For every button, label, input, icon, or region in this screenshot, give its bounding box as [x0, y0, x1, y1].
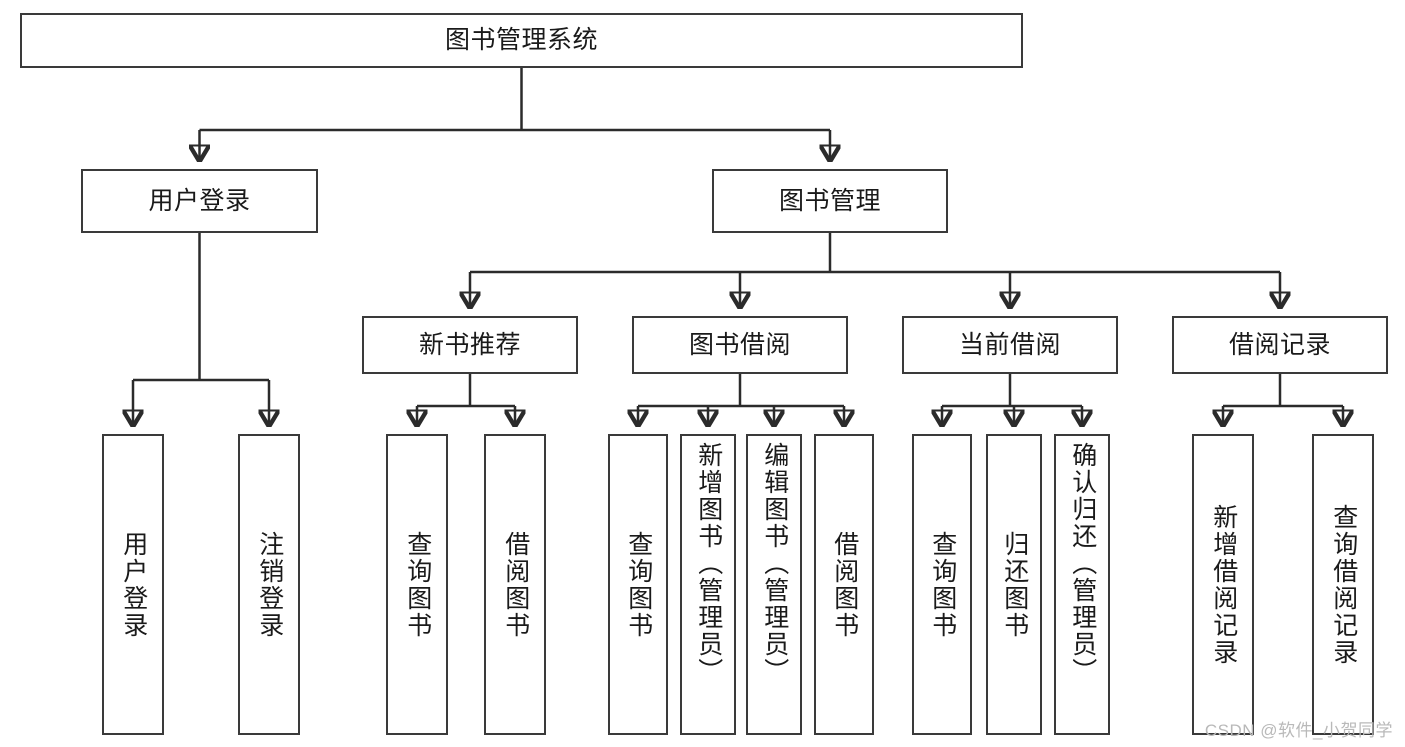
node-book-manage[interactable]: 图书管理 [712, 169, 948, 233]
node-label: 图书管理系统 [444, 26, 598, 55]
node-label: 图书借阅 [688, 330, 791, 359]
node-leaf-query-book-current[interactable]: 查询图书 [912, 434, 972, 735]
node-leaf-user-login[interactable]: 用户登录 [102, 434, 164, 735]
node-label: 当前借阅 [958, 330, 1061, 359]
node-label: 新增借阅记录 [1209, 503, 1238, 666]
node-label: 归还图书 [1000, 530, 1029, 639]
node-label: 查询借阅记录 [1329, 503, 1358, 666]
node-label: 借阅记录 [1228, 330, 1331, 359]
node-label: 新增图书（管理员） [694, 442, 723, 685]
node-leaf-borrow-book-recommend[interactable]: 借阅图书 [484, 434, 546, 735]
node-label: 查询图书 [403, 530, 432, 639]
watermark-text: CSDN @软件_小贺同学 [1204, 721, 1393, 740]
node-leaf-edit-book-admin[interactable]: 编辑图书（管理员） [746, 434, 802, 735]
node-label: 图书管理 [778, 186, 881, 215]
node-label: 确认归还（管理员） [1068, 442, 1097, 685]
node-leaf-add-book-admin[interactable]: 新增图书（管理员） [680, 434, 736, 735]
node-leaf-add-borrow-record[interactable]: 新增借阅记录 [1192, 434, 1254, 735]
node-leaf-query-borrow-record[interactable]: 查询借阅记录 [1312, 434, 1374, 735]
node-label: 借阅图书 [830, 530, 859, 639]
node-label: 用户登录 [148, 186, 251, 215]
node-leaf-query-book-recommend[interactable]: 查询图书 [386, 434, 448, 735]
node-label: 查询图书 [928, 530, 957, 639]
node-current-borrow[interactable]: 当前借阅 [902, 316, 1118, 374]
node-root-system[interactable]: 图书管理系统 [20, 13, 1023, 68]
node-label: 借阅图书 [501, 530, 530, 639]
node-new-book-recommend[interactable]: 新书推荐 [362, 316, 578, 374]
node-label: 注销登录 [255, 530, 284, 639]
node-leaf-logout-login[interactable]: 注销登录 [238, 434, 300, 735]
node-leaf-borrow-book[interactable]: 借阅图书 [814, 434, 874, 735]
node-leaf-confirm-return-admin[interactable]: 确认归还（管理员） [1054, 434, 1110, 735]
node-label: 编辑图书（管理员） [760, 442, 789, 685]
node-label: 新书推荐 [418, 330, 521, 359]
node-borrow-record[interactable]: 借阅记录 [1172, 316, 1388, 374]
node-book-borrow[interactable]: 图书借阅 [632, 316, 848, 374]
node-user-login[interactable]: 用户登录 [81, 169, 318, 233]
node-leaf-return-book[interactable]: 归还图书 [986, 434, 1042, 735]
node-label: 用户登录 [119, 530, 148, 639]
node-leaf-query-book-borrow[interactable]: 查询图书 [608, 434, 668, 735]
node-label: 查询图书 [624, 530, 653, 639]
